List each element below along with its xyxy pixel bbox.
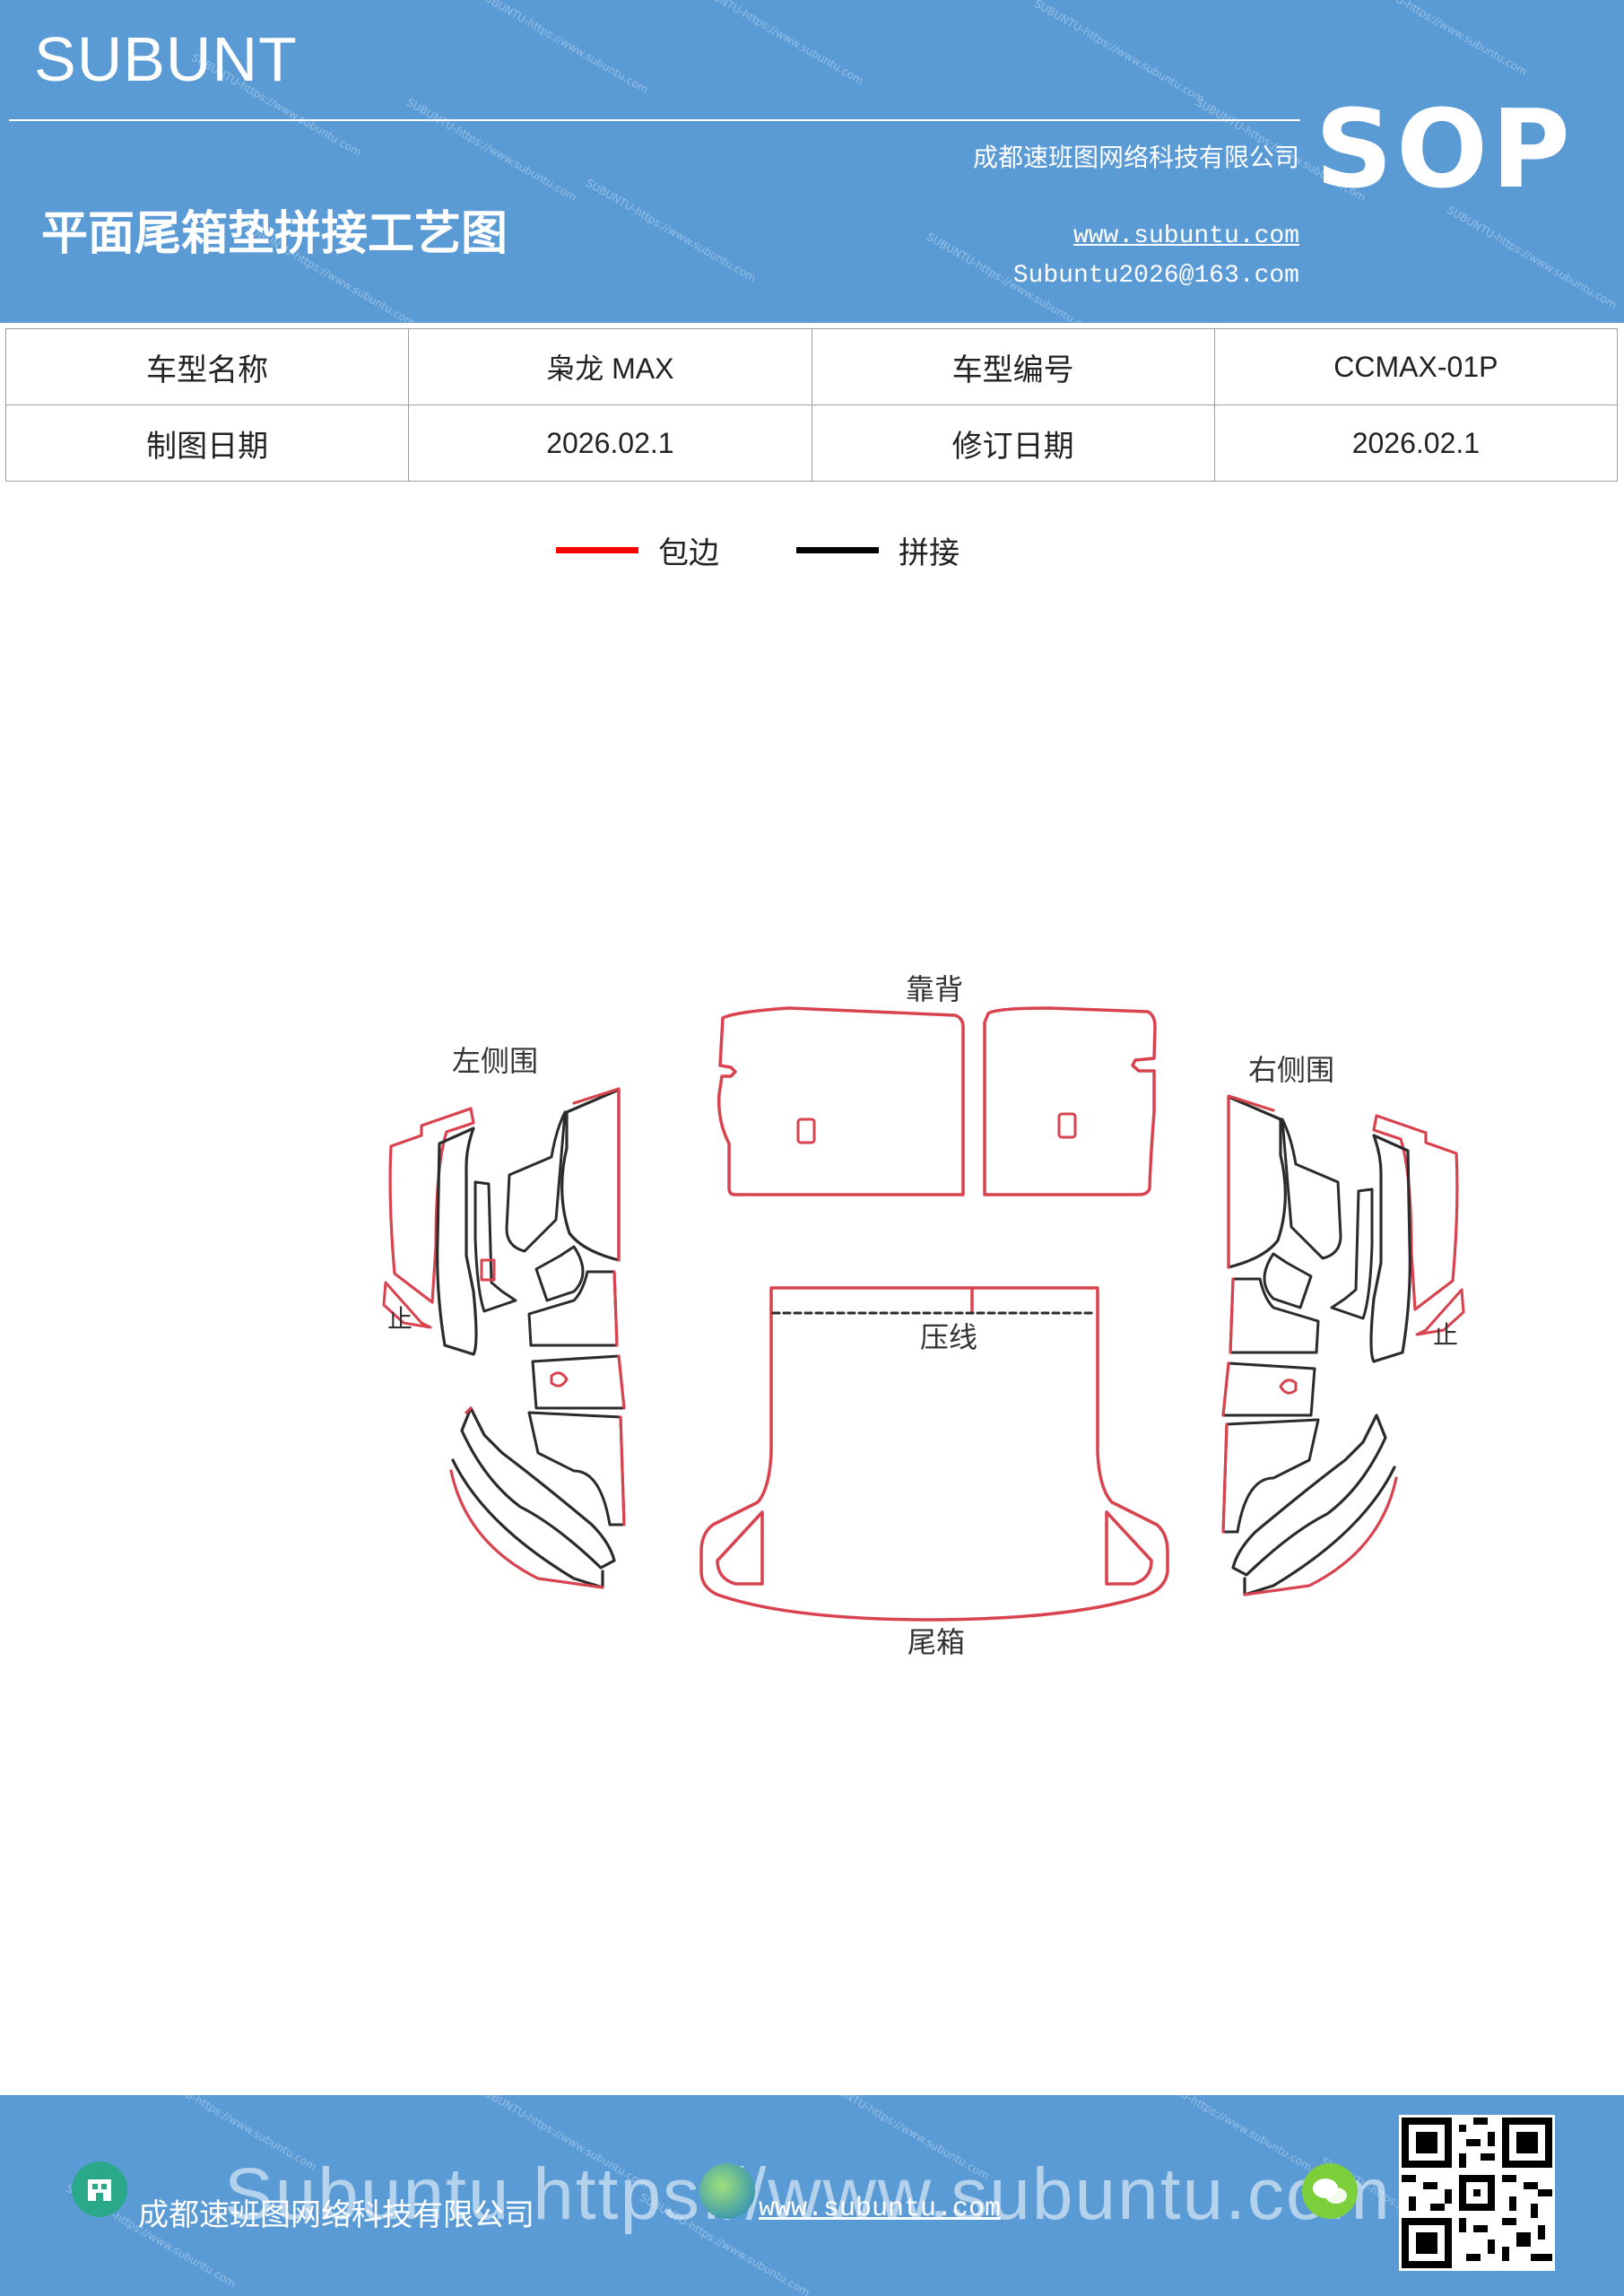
backrest-right-notch [1057, 1112, 1077, 1139]
brand-name: SUBUNT [34, 24, 298, 94]
footer-website-link[interactable]: www.subuntu.com [759, 2194, 1002, 2224]
table-cell-label: 修订日期 [811, 404, 1215, 482]
legend-swatch-edge [556, 546, 638, 553]
trunk-panel [699, 1286, 1169, 1622]
qr-code [1399, 2115, 1555, 2271]
header-divider [9, 119, 1300, 121]
company-name: 成都速班图网络科技有限公司 [972, 143, 1299, 172]
wechat-icon [1302, 2163, 1358, 2219]
backrest-right-panel [983, 1006, 1157, 1196]
email-address: Subuntu2026@163.com [1012, 262, 1299, 290]
building-icon [72, 2161, 127, 2217]
trunk-corner-right [1105, 1510, 1153, 1586]
label-stop-left: 止 [387, 1304, 413, 1334]
footer-watermark: Subuntu https://www.subuntu.com [224, 2153, 1392, 2235]
table-row: 车型名称 枭龙 MAX 车型编号 CCMAX-01P [4, 328, 1619, 405]
page-title: 平面尾箱垫拼接工艺图 [41, 207, 508, 261]
label-backrest: 靠背 [906, 972, 963, 1006]
footer-company-name: 成都速班图网络科技有限公司 [138, 2197, 534, 2233]
backrest-left-notch [796, 1118, 816, 1144]
footer-banner: SUBUNTU-https://www.subuntu.com SUBUNTU-… [0, 2095, 1624, 2296]
label-press-line: 压线 [920, 1320, 977, 1354]
label-right-side: 右侧围 [1248, 1053, 1334, 1087]
table-cell-label: 车型编号 [811, 328, 1215, 405]
sop-label: SOP [1315, 88, 1574, 213]
table-cell-value: 2026.02.1 [408, 404, 812, 482]
trunk-corner-left [716, 1510, 764, 1586]
label-trunk: 尾箱 [908, 1625, 965, 1659]
table-cell-value: 2026.02.1 [1213, 404, 1619, 482]
label-left-side: 左侧围 [452, 1044, 538, 1078]
header-banner: SUBUNTU-https://www.subuntu.com SUBUNTU-… [0, 0, 1624, 323]
left-side-pieces [382, 1087, 626, 1589]
vehicle-info-table: 车型名称 枭龙 MAX 车型编号 CCMAX-01P 制图日期 2026.02.… [4, 328, 1619, 482]
table-row: 制图日期 2026.02.1 修订日期 2026.02.1 [4, 404, 1619, 482]
label-stop-right: 止 [1433, 1320, 1458, 1350]
legend: 包边 拼接 [556, 527, 1037, 572]
website-link[interactable]: www.subuntu.com [1073, 222, 1299, 250]
table-cell-value: 枭龙 MAX [408, 328, 812, 405]
table-cell-label: 车型名称 [4, 328, 410, 405]
globe-icon [699, 2163, 755, 2219]
table-cell-label: 制图日期 [4, 404, 410, 482]
table-cell-value: CCMAX-01P [1213, 328, 1619, 405]
backrest-left-panel [716, 1006, 965, 1196]
right-side-pieces [1221, 1094, 1465, 1596]
legend-swatch-seam [796, 546, 879, 553]
legend-label-edge: 包边 [658, 535, 719, 571]
legend-label-seam: 拼接 [899, 535, 960, 571]
